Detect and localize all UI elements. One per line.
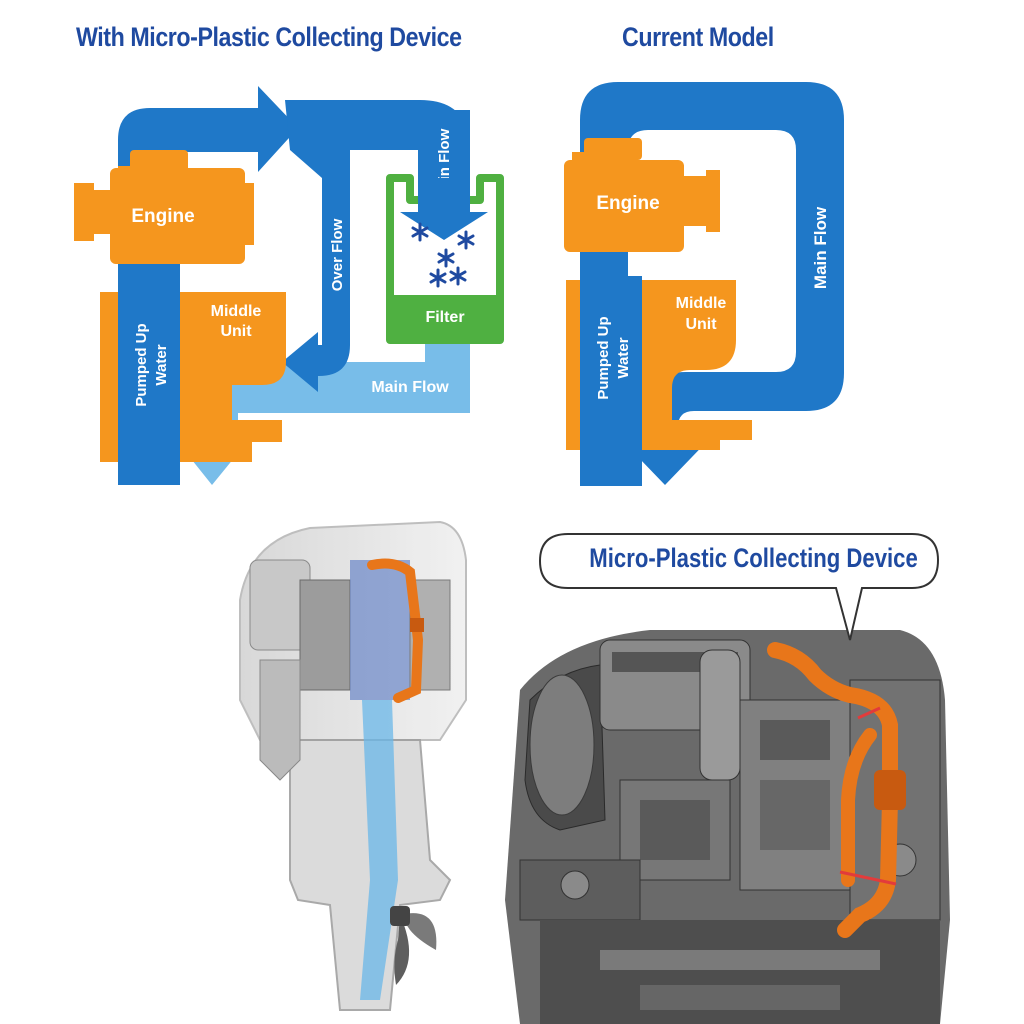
left-pumped-up-label-line2: Water — [153, 344, 170, 385]
right-engine-label: Engine — [596, 193, 659, 214]
filter-box — [386, 174, 504, 344]
right-diagram-title: Current Model — [622, 22, 774, 52]
right-engine-block — [564, 138, 720, 252]
left-middle-unit-line1: Middle — [211, 303, 262, 320]
right-main-flow-path — [580, 82, 844, 485]
callout-label: Micro-Plastic Collecting Device — [589, 543, 918, 573]
left-flow-diagram: Engine Middle Unit Pumped Up Water Over … — [74, 86, 504, 485]
left-over-flow-label: Over Flow — [329, 218, 346, 291]
left-engine-block — [74, 150, 254, 264]
right-middle-unit-line1: Middle — [676, 295, 727, 312]
left-middle-unit-line2: Unit — [220, 323, 252, 340]
right-main-flow-label: Main Flow — [811, 206, 830, 289]
left-pumped-up-label-line1: Pumped Up — [133, 323, 150, 406]
filter-label: Filter — [425, 309, 464, 326]
right-flow-diagram: Engine Middle Unit Pumped Up Water Main … — [564, 82, 844, 486]
outboard-motor-cutaway — [239, 520, 467, 1011]
left-diagram-title: With Micro-Plastic Collecting Device — [76, 22, 462, 52]
right-middle-unit-line2: Unit — [685, 316, 717, 333]
left-over-flow-path — [282, 150, 350, 392]
right-pumped-up-label-line2: Water — [615, 337, 632, 378]
left-main-flow-bottom-label: Main Flow — [371, 379, 449, 396]
right-pumped-up-label-line1: Pumped Up — [595, 316, 612, 399]
left-engine-label: Engine — [131, 206, 194, 227]
engine-closeup-illustration — [505, 630, 950, 1024]
callout-bubble — [538, 533, 940, 641]
